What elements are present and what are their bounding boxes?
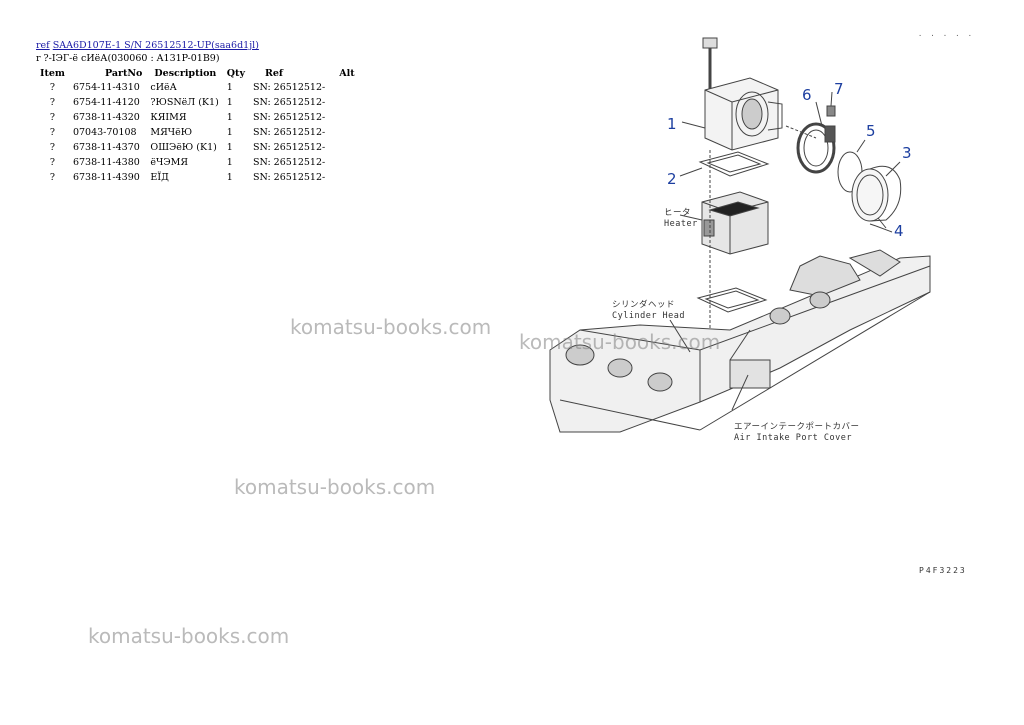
callout-5: 5 (866, 122, 876, 140)
table-row: ? 6738-11-4390 ЕЇД 1 SN: 26512512- (36, 170, 359, 185)
table-row: ? 6738-11-4320 КЯІМЯ 1 SN: 26512512- (36, 110, 359, 125)
section-title: r ?-ІЭГ-ё сИёА(030060 : A131P-01B9) (36, 53, 220, 64)
cell-ref: SN: 26512512- (252, 172, 326, 183)
cell-item: ? (49, 172, 56, 183)
callout-2: 2 (667, 170, 677, 188)
table-header-row: Item PartNo Description Qty Ref Alt (36, 66, 359, 80)
table-row: ? 6754-11-4120 ?ЮSNёЛ (K1) 1 SN: 2651251… (36, 95, 359, 110)
cell-alt (329, 80, 358, 95)
table-row: ? 07043-70108 МЯЧёЮ 1 SN: 26512512- (36, 125, 359, 140)
cell-qty: 1 (226, 142, 233, 153)
cell-description: ЕЇД (150, 172, 169, 183)
cell-ref: SN: 26512512- (252, 112, 326, 123)
cell-qty: 1 (226, 112, 233, 123)
corner-code: · · · · · (918, 32, 974, 40)
cell-qty: 1 (226, 127, 233, 138)
cell-partno: 07043-70108 (72, 127, 137, 138)
cell-ref: SN: 26512512- (252, 127, 326, 138)
heater-label-en: Heater (664, 219, 698, 229)
column-header-description: Description (154, 67, 217, 79)
column-header-partno: PartNo (104, 67, 143, 79)
figure-code: P4F3223 (919, 566, 967, 575)
cell-ref: SN: 26512512- (252, 157, 326, 168)
watermark-text: komatsu-books.com (88, 624, 290, 648)
cell-partno: 6738-11-4320 (72, 112, 140, 123)
callout-6: 6 (802, 86, 812, 104)
cell-description: ёЧЭМЯ (150, 157, 189, 168)
cylinder-head-label-en: Cylinder Head (612, 311, 686, 321)
cell-partno: 6738-11-4370 (72, 142, 140, 153)
cell-partno: 6738-11-4390 (72, 172, 140, 183)
cell-item: ? (49, 82, 56, 93)
elbow-icon (851, 161, 902, 229)
column-header-item: Item (40, 67, 65, 79)
exploded-parts-diagram: 1 2 3 4 5 6 7 ヒータ Heater シリンダヘッド Cylinde… (520, 30, 1010, 450)
callout-3: 3 (902, 144, 912, 162)
air-intake-label: エアーインテークポートカバー Air Intake Port Cover (734, 422, 860, 444)
ref-link[interactable]: ref (36, 40, 50, 51)
cell-qty: 1 (226, 172, 233, 183)
clamp-band-icon (785, 101, 836, 174)
cell-alt (329, 110, 358, 125)
page-header: ref SAA6D107E-1 S/N 26512512-UP(saa6d1jl… (36, 39, 259, 65)
cylinder-head-label: シリンダヘッド Cylinder Head (612, 300, 685, 322)
table-row: ? 6738-11-4380 ёЧЭМЯ 1 SN: 26512512- (36, 155, 359, 170)
callout-1: 1 (667, 115, 677, 133)
air-intake-label-jp: エアーインテークポートカバー (734, 422, 860, 432)
table-row: ? 6754-11-4310 сИёА 1 SN: 26512512- (36, 80, 359, 95)
cell-alt (329, 125, 358, 140)
cell-description: КЯІМЯ (150, 112, 187, 123)
heater-icon (701, 191, 769, 255)
air-intake-label-en: Air Intake Port Cover (734, 433, 852, 443)
screw-icon (869, 223, 893, 233)
cell-alt (329, 155, 358, 170)
watermark-text: komatsu-books.com (234, 475, 436, 499)
cell-ref: SN: 26512512- (252, 97, 326, 108)
column-header-ref: Ref (264, 67, 283, 79)
cell-partno: 6754-11-4120 (72, 97, 140, 108)
parts-table: Item PartNo Description Qty Ref Alt ? 67… (36, 66, 359, 185)
callout-4: 4 (894, 222, 904, 240)
cylinder-head-label-jp: シリンダヘッド (612, 300, 676, 310)
cell-item: ? (49, 97, 56, 108)
cell-partno: 6754-11-4310 (72, 82, 140, 93)
heater-label-jp: ヒータ (664, 208, 692, 218)
cell-alt (329, 95, 358, 110)
nut-icon (826, 91, 836, 117)
watermark-text: komatsu-books.com (519, 330, 721, 354)
intake-connector-icon (704, 77, 783, 151)
cell-item: ? (49, 142, 56, 153)
cell-partno: 6738-11-4380 (72, 157, 140, 168)
gasket-bottom-icon (696, 287, 768, 313)
breadcrumb: ref SAA6D107E-1 S/N 26512512-UP(saa6d1jl… (36, 39, 259, 52)
cell-item: ? (49, 127, 56, 138)
cell-qty: 1 (226, 97, 233, 108)
cell-description: МЯЧёЮ (150, 127, 193, 138)
cell-item: ? (49, 157, 56, 168)
column-header-qty: Qty (226, 67, 245, 79)
table-row: ? 6738-11-4370 ОШЭёЮ (K1) 1 SN: 26512512… (36, 140, 359, 155)
model-link[interactable]: SAA6D107E-1 S/N 26512512-UP(saa6d1jl) (52, 40, 259, 51)
cell-qty: 1 (226, 157, 233, 168)
heater-label: ヒータ Heater (664, 208, 698, 230)
callout-7: 7 (834, 80, 844, 98)
cell-ref: SN: 26512512- (252, 142, 326, 153)
column-header-alt: Alt (339, 67, 355, 79)
cylinder-head-icon (549, 249, 931, 433)
cell-description: ?ЮSNёЛ (K1) (150, 97, 219, 108)
diagram-drawing (549, 37, 931, 433)
gasket-top-icon (679, 151, 770, 177)
cell-ref: SN: 26512512- (252, 82, 326, 93)
cell-qty: 1 (226, 82, 233, 93)
cell-description: ОШЭёЮ (K1) (150, 142, 217, 153)
watermark-text: komatsu-books.com (290, 315, 492, 339)
cell-item: ? (49, 112, 56, 123)
cell-description: сИёА (150, 82, 177, 93)
cell-alt (329, 140, 358, 155)
cell-alt (329, 170, 358, 185)
